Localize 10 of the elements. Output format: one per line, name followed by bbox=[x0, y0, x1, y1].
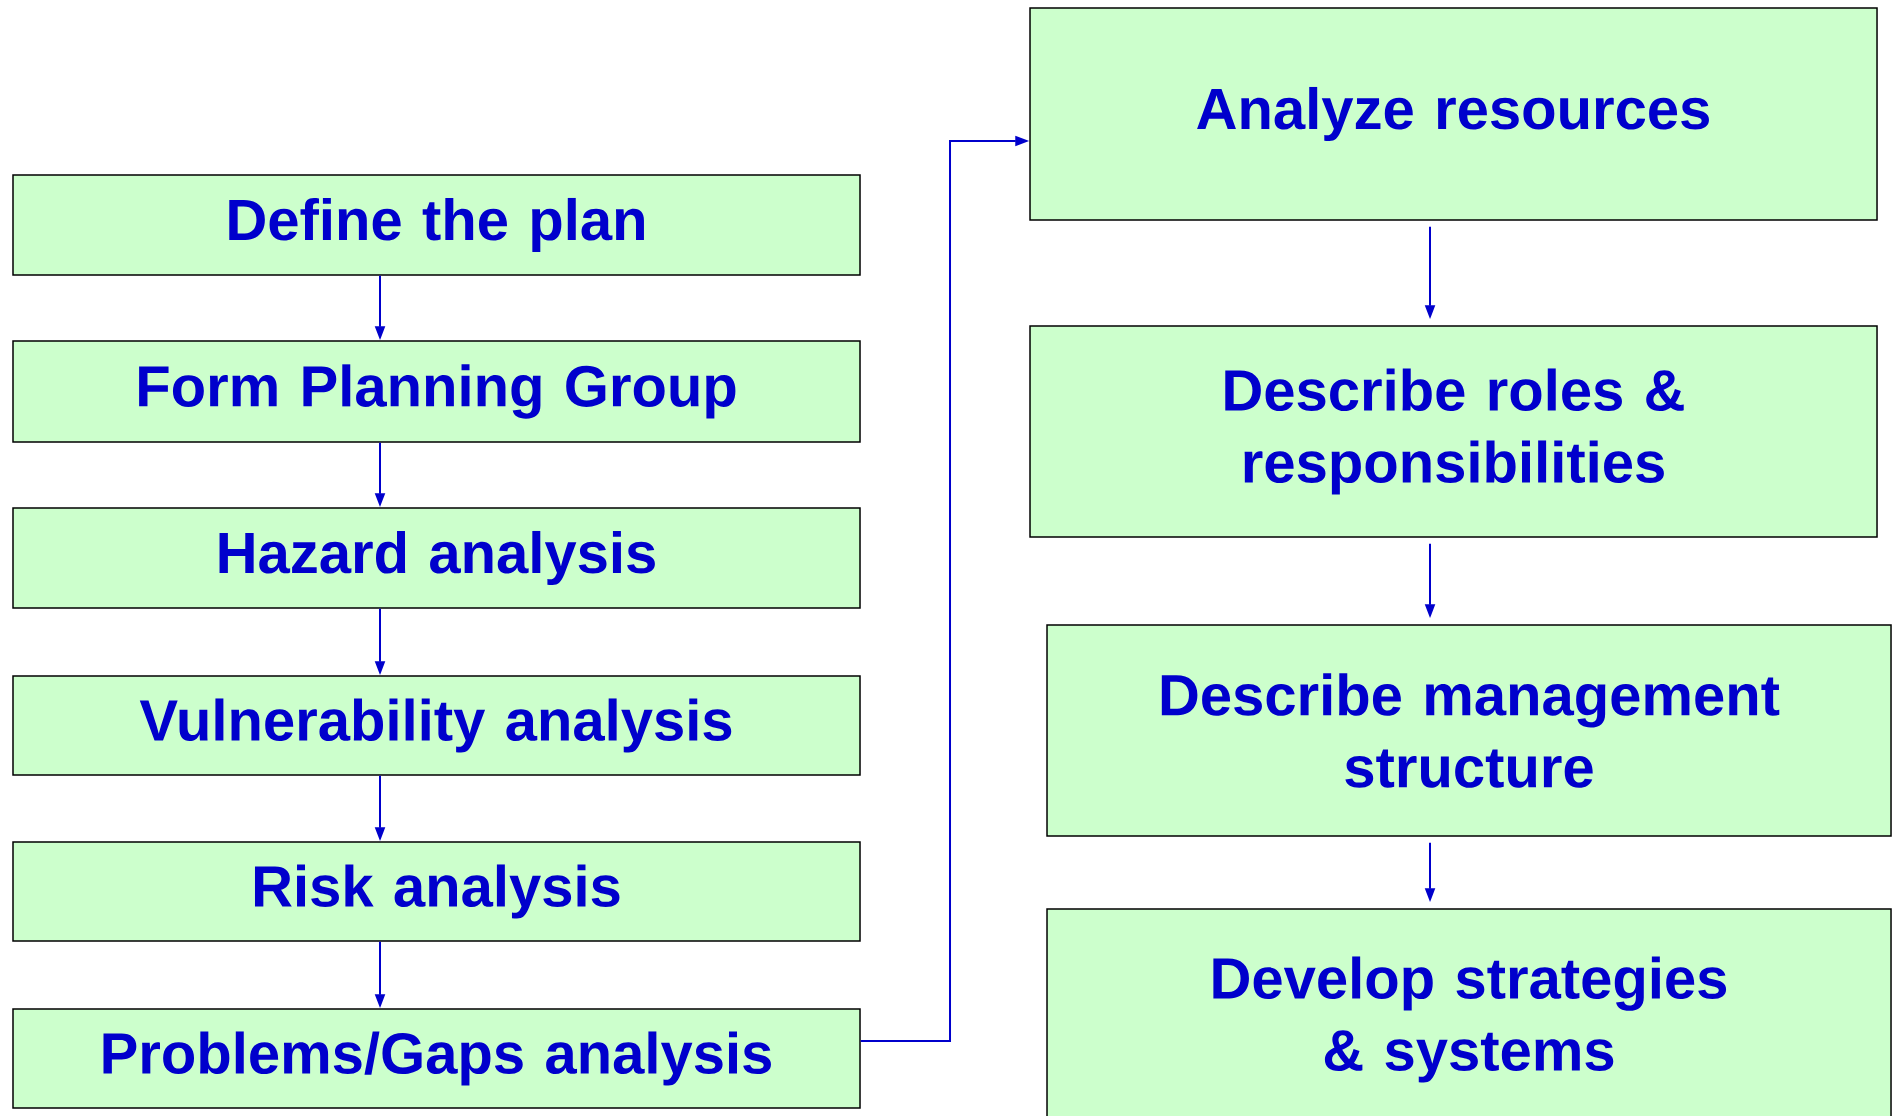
process-box: Vulnerability analysis bbox=[12, 675, 861, 776]
process-box: Describe management structure bbox=[1046, 624, 1892, 837]
process-box: Develop strategies & systems bbox=[1046, 908, 1892, 1116]
process-box: Risk analysis bbox=[12, 841, 861, 942]
process-box: Form Planning Group bbox=[12, 340, 861, 443]
process-box: Analyze resources bbox=[1029, 7, 1878, 221]
process-box: Hazard analysis bbox=[12, 507, 861, 609]
process-box: Problems/Gaps analysis bbox=[12, 1008, 861, 1109]
process-box: Describe roles & responsibilities bbox=[1029, 325, 1878, 538]
process-box: Define the plan bbox=[12, 174, 861, 276]
